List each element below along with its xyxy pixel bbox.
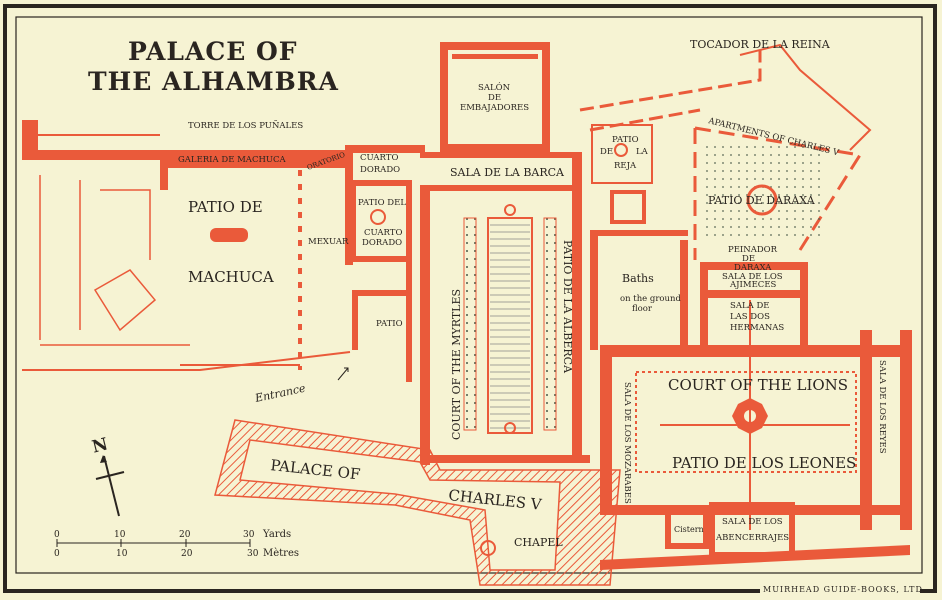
label-patio-leones: PATIO DE LOS LEONES [672,454,856,472]
label-cuarto: DORADO [360,165,400,175]
scale-metres-tick: 10 [116,549,128,559]
label-dos-hermanas: HERMANAS [730,323,784,333]
palace-walls [22,42,912,586]
scale-metres-tick: 0 [54,549,60,559]
label-patio-cuarto: CUARTO [364,228,402,238]
inner-frame [15,16,923,574]
scale-metres-tick: 20 [181,549,193,559]
label-salon: DE [488,93,501,103]
label-sala-barca: SALA DE LA BARCA [450,166,565,179]
map-title-line1: PALACE OF [128,37,298,66]
label-mozarabes: SALA DE LOS MOZARABES [622,382,632,504]
label-mexuar: MEXUAR [308,237,349,247]
label-court-lions: COURT OF THE LIONS [668,376,848,394]
label-alberca: PATIO DE LA ALBERCA [561,240,574,374]
label-baths-note: on the ground [620,294,681,304]
label-patio-reja: DE [600,147,613,157]
north-arrow-icon: N [90,434,125,517]
label-cuarto: CUARTO [360,153,398,163]
label-myrtles: COURT OF THE MYRTLES [450,289,463,440]
label-cistern: Cistern [674,525,704,534]
label-galeria: GALERIA DE MACHUCA [178,155,287,165]
label-peinador: DE [742,254,755,264]
label-peinador: PEINADOR [728,245,778,255]
label-baths: Baths [622,272,654,285]
label-entrance: Entrance [253,381,307,405]
label-dos-hermanas: SALA DE [730,301,769,311]
scale-yards-tick: 20 [179,530,191,540]
label-daraxa: PATIO DE DARAXA [708,194,816,207]
label-baths-note: floor [632,304,653,314]
label-patio-cuarto: DORADO [362,238,402,248]
label-salon: EMBAJADORES [460,103,529,113]
label-abencerrajes: ABENCERRAJES [715,533,789,543]
label-chapel: CHAPEL [514,536,563,549]
label-patio-reja: PATIO [612,135,639,145]
entrance-arrow-icon [337,367,349,381]
label-peinador: DARAXA [734,263,772,273]
scale-bar: 0 10 20 30 Yards 0 10 20 30 Mètres [54,529,299,559]
label-torre: TORRE DE LOS PUÑALES [188,119,303,131]
label-abencerrajes: SALA DE LOS [722,517,783,527]
label-salon: SALÓN [478,81,511,93]
label-tocador: TOCADOR DE LA REINA [690,38,831,51]
label-machuca: MACHUCA [188,268,274,286]
label-ajimeces: AJIMECES [729,280,777,290]
label-patio-reja: LA [636,147,649,157]
label-machuca: PATIO DE [188,198,263,216]
scale-metres-unit: Mètres [263,548,299,559]
north-label: N [90,434,110,457]
label-patio-reja: REJA [614,161,637,171]
label-dos-hermanas: LAS DOS [730,312,770,322]
map-title-line2: THE ALHAMBRA [88,67,339,96]
scale-yards-tick: 0 [54,530,60,540]
label-ajimeces: SALA DE LOS [722,272,783,282]
scale-yards-tick: 10 [114,530,126,540]
scale-metres-tick: 30 [247,549,259,559]
outer-frame [3,4,937,593]
publisher-credit: MUIRHEAD GUIDE-BOOKS, LTD. [763,585,926,594]
label-patio-cuarto: PATIO DEL [358,198,406,208]
scale-yards-tick: 30 [243,530,255,540]
label-reyes: SALA DE LOS REYES [877,360,887,454]
label-patio: PATIO [376,319,403,329]
scale-yards-unit: Yards [262,529,291,540]
